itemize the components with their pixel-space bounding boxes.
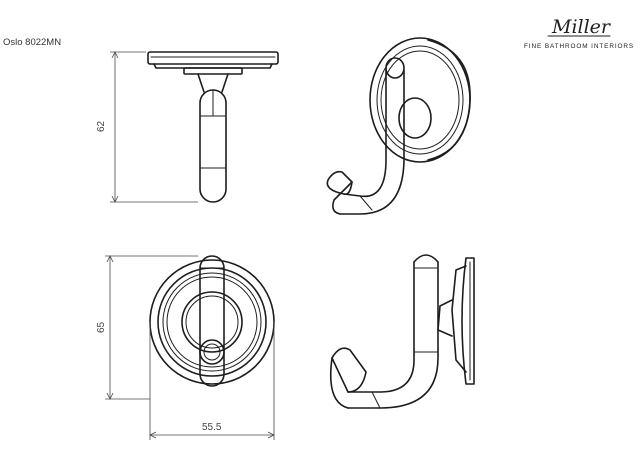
side-view-hook-tip (331, 347, 367, 393)
top-view (147, 51, 279, 203)
side-view-hook-arm (347, 261, 415, 393)
dimension-65-label: 65 (96, 321, 107, 333)
perspective-hook-arm (343, 69, 387, 198)
perspective-base (398, 97, 432, 139)
top-view-backplate (147, 51, 279, 65)
brand-logo: Miller (551, 16, 612, 38)
perspective-hook-tip (326, 170, 353, 196)
top-view-neck (197, 73, 229, 93)
dimension-55-5-label: 55.5 (202, 422, 222, 433)
front-view (149, 255, 275, 387)
side-view-backplate (461, 257, 475, 385)
dimension-65: 65 (96, 255, 198, 400)
model-number: Oslo 8022MN (3, 37, 61, 48)
dimension-55-5: 55.5 (149, 322, 275, 440)
dimension-62: 62 (96, 51, 198, 203)
front-view-rose-outer (149, 259, 275, 385)
side-view (329, 254, 475, 409)
side-view-rose-profile (451, 265, 467, 373)
brand-tagline: FINE BATHROOM INTERIORS (524, 43, 634, 50)
dimension-62-label: 62 (96, 120, 107, 132)
front-view-arm (199, 255, 225, 387)
front-view-hook-tip (199, 339, 225, 365)
perspective-view (326, 37, 471, 215)
